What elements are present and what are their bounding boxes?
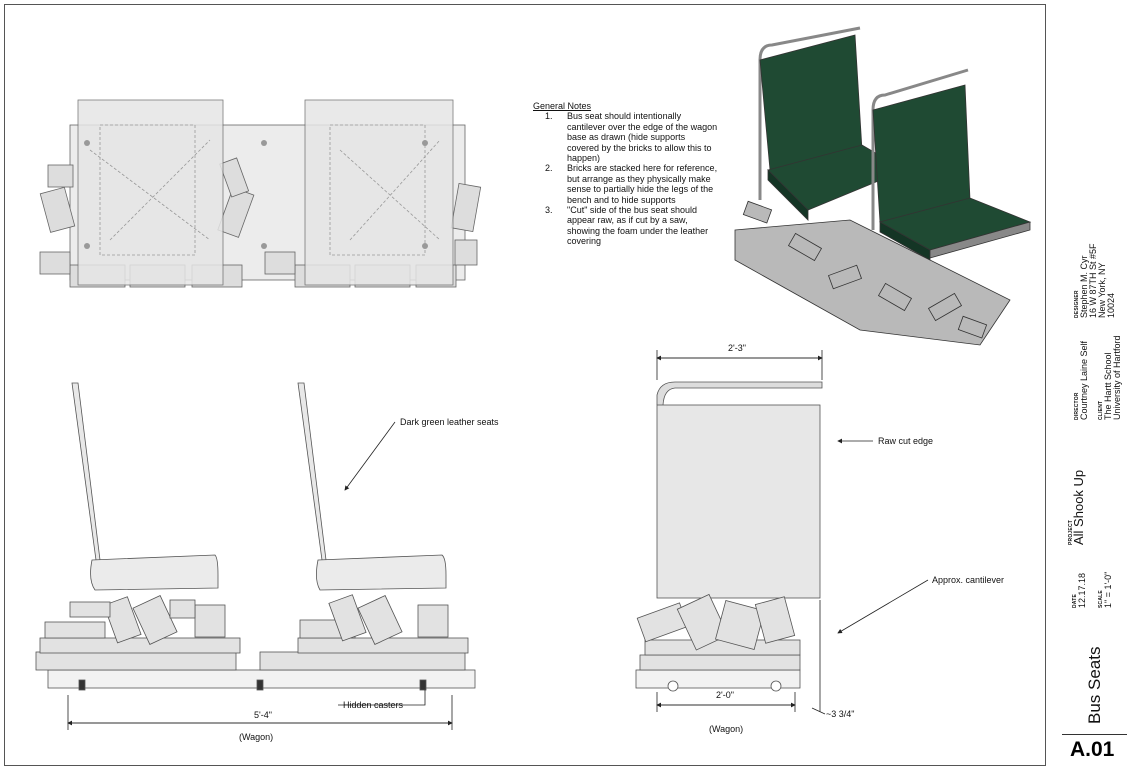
note-item: 3."Cut" side of the bus seat should appe…: [545, 205, 709, 247]
casters-callout: Hidden casters: [343, 700, 404, 710]
sheet-title: Bus Seats: [1085, 646, 1104, 725]
end-wagon-label: (Wagon): [709, 724, 744, 734]
title-divider: [1062, 734, 1127, 735]
date-block: DATE 12.17.18: [1072, 572, 1087, 608]
cantilever-callout: Approx. cantilever: [932, 575, 1005, 585]
designer-block: DESIGNER Stephen M. Cyr 16 W 87TH St #5F…: [1074, 243, 1116, 318]
sheet-number: A.01: [1070, 738, 1115, 761]
plan-seat-1: [77, 99, 224, 286]
end-bricks: [636, 593, 801, 671]
raw-edge-callout: Raw cut edge: [878, 436, 934, 446]
general-notes: General Notes 1.Bus seat should intentio…: [533, 101, 718, 247]
notes-heading: General Notes: [533, 101, 592, 111]
perspective-view: [734, 26, 1032, 346]
note-item: 2.Bricks are stacked here for reference,…: [545, 163, 718, 205]
seats-callout: Dark green leather seats: [400, 417, 499, 427]
plan-seat-2: [304, 99, 454, 286]
side-dimension: 5'-4": [251, 710, 275, 720]
end-wagon-dimension: 2'-0": [716, 690, 734, 700]
sheet-border: [4, 4, 1046, 766]
side-elevation: [35, 382, 476, 730]
plan-view: [39, 99, 482, 288]
side-bricks: [35, 594, 469, 671]
director-block: DIRECTOR Courtney Laine Self: [1074, 340, 1089, 420]
perspective-bricks: [734, 200, 1011, 346]
end-width-dimension: 2'-3": [728, 343, 746, 353]
note-item: 1.Bus seat should intentionally cantilev…: [545, 111, 718, 164]
project-block: PROJECT All Shook Up: [1068, 469, 1086, 545]
side-wagon-label: (Wagon): [239, 732, 274, 742]
overhang-dimension: ~3 3/4": [826, 709, 855, 719]
end-elevation: [635, 350, 929, 715]
client-block: CLIENT The Hartt School University of Ha…: [1098, 335, 1122, 420]
scale-block: SCALE 1" = 1'-0": [1098, 571, 1113, 608]
